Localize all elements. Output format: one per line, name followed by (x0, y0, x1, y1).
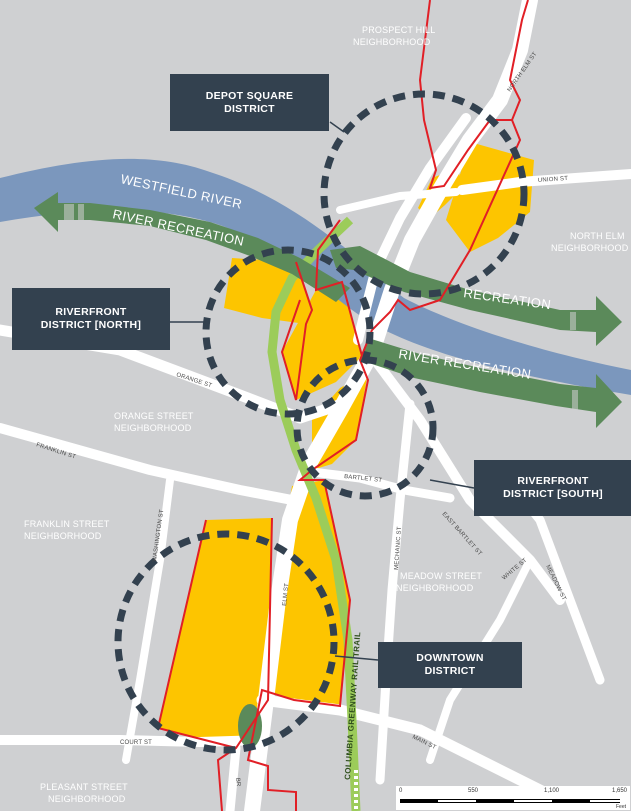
label-north-elm-2: NEIGHBORHOOD (551, 243, 629, 253)
street-union: UNION ST (538, 176, 569, 184)
scale-segment-1 (400, 799, 438, 803)
scale-segment-6 (590, 799, 620, 803)
label-riverfront-south-line-1: RIVERFRONT (517, 475, 589, 487)
label-leaders (170, 121, 475, 661)
street-mechanic: MECHANIC ST (394, 526, 403, 570)
label-prospect-hill-2: NEIGHBORHOOD (353, 37, 431, 47)
road-franklin-st (0, 423, 297, 505)
ring-downtown (114, 530, 338, 754)
label-riverfront-north-line-1: RIVERFRONT (55, 306, 127, 318)
recreation-east-north-dash (570, 312, 576, 330)
scale-segment-2 (438, 799, 476, 803)
label-franklin-street-1: FRANKLIN STREET (24, 519, 110, 529)
label-riverfront-north-district: RIVERFRONT DISTRICT [NORTH] (12, 288, 170, 350)
label-depot-square-district: DEPOT SQUARE DISTRICT (170, 74, 329, 131)
label-north-elm-1: NORTH ELM (570, 231, 625, 241)
river-recreation-west-dash-1 (64, 204, 74, 220)
road-court-st (0, 735, 267, 747)
river-recreation-east-south-arrow (360, 338, 622, 428)
road-union-west (336, 188, 460, 214)
river-recreation-west-dash-2 (78, 204, 84, 220)
district-rings (114, 90, 528, 754)
road-washington-st (122, 476, 174, 764)
leader-depot-square (329, 121, 345, 133)
label-meadow-street-2: NEIGHBORHOOD (396, 583, 474, 593)
scale-unit: Feet (615, 804, 626, 810)
ring-riverfront-north (202, 246, 374, 418)
scale-tick-550: 550 (468, 788, 479, 794)
scale-tick-1650: 1,650 (612, 788, 628, 794)
label-orange-street-1: ORANGE STREET (114, 411, 194, 421)
ring-riverfront-south (293, 356, 437, 500)
scale-segment-3 (476, 799, 514, 803)
parcel-depot-east (446, 142, 534, 252)
leader-downtown (334, 655, 379, 661)
road-north-elm-west (353, 113, 471, 345)
scale-bar: 0 550 1,100 1,650 Feet (396, 786, 630, 810)
label-prospect-hill-1: PROSPECT HILL (362, 25, 435, 35)
label-pleasant-street-1: PLEASANT STREET (40, 782, 128, 792)
label-pleasant-street-2: NEIGHBORHOOD (48, 794, 126, 804)
ring-depot-square (320, 90, 528, 298)
scale-tick-1100: 1,100 (544, 788, 560, 794)
road-bartlet-st (307, 467, 455, 503)
street-broad: BR (234, 778, 241, 788)
river-recreation-west-arrow (34, 192, 350, 302)
label-riverfront-south-line-2: DISTRICT [SOUTH] (503, 488, 603, 500)
road-east-bartlet-st (367, 351, 565, 605)
label-downtown-district: DOWNTOWN DISTRICT (378, 642, 522, 688)
label-riverfront-north-line-2: DISTRICT [NORTH] (40, 319, 142, 331)
label-riverfront-south-district: RIVERFRONT DISTRICT [SOUTH] (474, 460, 631, 516)
street-court: COURT ST (120, 740, 152, 746)
label-downtown-line-2: DISTRICT (424, 665, 476, 677)
street-elm: ELM ST (282, 583, 290, 607)
street-bartlet: BARTLET ST (344, 474, 383, 484)
recreation-arrows (34, 192, 622, 428)
recreation-east-north-arrow (330, 246, 622, 346)
label-meadow-street-1: MEADOW STREET (400, 571, 482, 581)
scale-tick-0: 0 (399, 788, 403, 794)
label-orange-street-2: NEIGHBORHOOD (114, 423, 192, 433)
scale-segment-5 (552, 799, 590, 803)
scale-segment-4 (514, 799, 552, 803)
river-recreation-east-south-dash (572, 390, 578, 410)
leader-riverfront-south (429, 479, 475, 489)
label-depot-square-line-1: DEPOT SQUARE (205, 89, 294, 102)
label-depot-square-line-2: DISTRICT (224, 102, 275, 115)
label-franklin-street-2: NEIGHBORHOOD (24, 531, 102, 541)
label-downtown-line-1: DOWNTOWN (416, 652, 484, 664)
road-mechanic-st (375, 399, 415, 785)
parcel-central-west (282, 282, 362, 400)
road-union-st (457, 169, 631, 195)
road-broad-st (225, 743, 241, 811)
parcel-downtown-west (158, 518, 272, 748)
